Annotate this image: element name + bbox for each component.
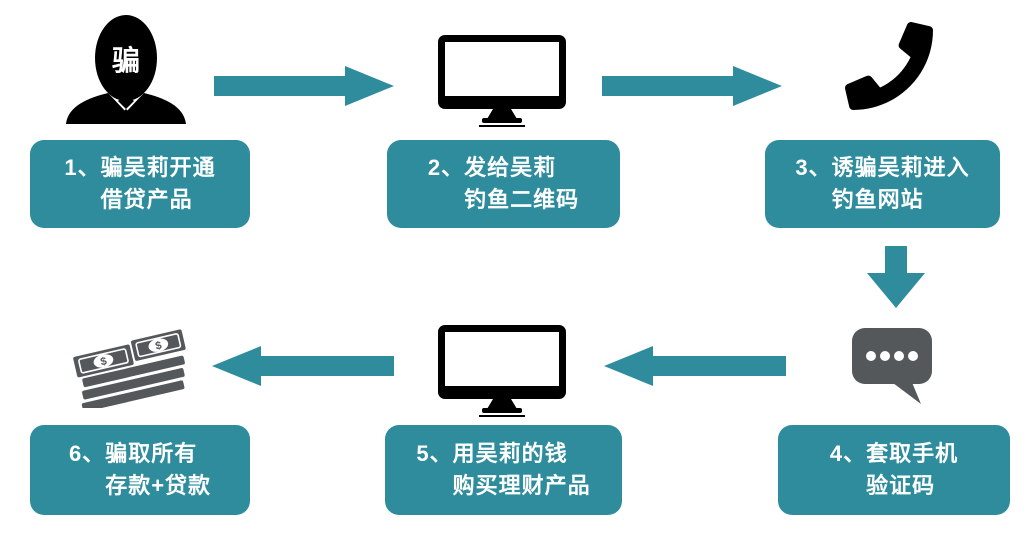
fraudster-icon: 骗 [62, 10, 190, 124]
step-2-box: 2、 发给吴莉 钓鱼二维码 [387, 140, 620, 228]
step-3-number: 3、 [795, 155, 832, 181]
step-1-number: 1、 [64, 155, 101, 181]
money-stack-icon: $ $ [64, 322, 192, 408]
step-4-number: 4、 [829, 441, 867, 467]
step-3-box: 3、 诱骗吴莉进入 钓鱼网站 [765, 140, 1000, 228]
step-2-line1: 发给吴莉 [464, 155, 557, 181]
step-6-line2: 存款+贷款 [105, 473, 212, 498]
step-4-box: 4、 套取手机 验证码 [778, 425, 1010, 515]
arrow-down-icon [867, 246, 925, 308]
arrow-left-1-icon [604, 346, 786, 386]
step-1-line1: 骗吴莉开通 [100, 155, 216, 181]
step-5-line2: 购买理财产品 [452, 473, 591, 498]
step-6-box: 6、 骗取所有 存款+贷款 [30, 425, 250, 515]
step-6-number: 6、 [68, 441, 106, 467]
step-3-line1: 诱骗吴莉进入 [831, 155, 970, 181]
step-6-line1: 骗取所有 [105, 441, 198, 467]
step-4-line2: 验证码 [866, 473, 936, 498]
dollar-sign-left: $ [99, 355, 108, 368]
step-5-box: 5、 用吴莉的钱 购买理财产品 [385, 425, 622, 515]
step-5-number: 5、 [416, 441, 453, 467]
step-2-line2: 钓鱼二维码 [464, 187, 580, 212]
phone-icon [845, 22, 933, 110]
chat-bubble-icon [851, 326, 935, 406]
arrow-right-1-icon [214, 66, 394, 106]
step-5-line1: 用吴莉的钱 [452, 441, 568, 467]
arrow-left-2-icon [212, 346, 394, 386]
step-1-line2: 借贷产品 [100, 187, 193, 212]
step-3-line2: 钓鱼网站 [831, 187, 924, 212]
monitor-icon-top [437, 34, 567, 128]
arrow-right-2-icon [602, 66, 782, 106]
step-1-box: 1、 骗吴莉开通 借贷产品 [30, 140, 250, 228]
step-2-number: 2、 [427, 155, 465, 181]
dollar-sign-right: $ [154, 340, 163, 353]
fraudster-face-label: 骗 [112, 44, 140, 76]
step-4-line1: 套取手机 [866, 441, 959, 467]
monitor-icon-bottom [437, 324, 567, 418]
